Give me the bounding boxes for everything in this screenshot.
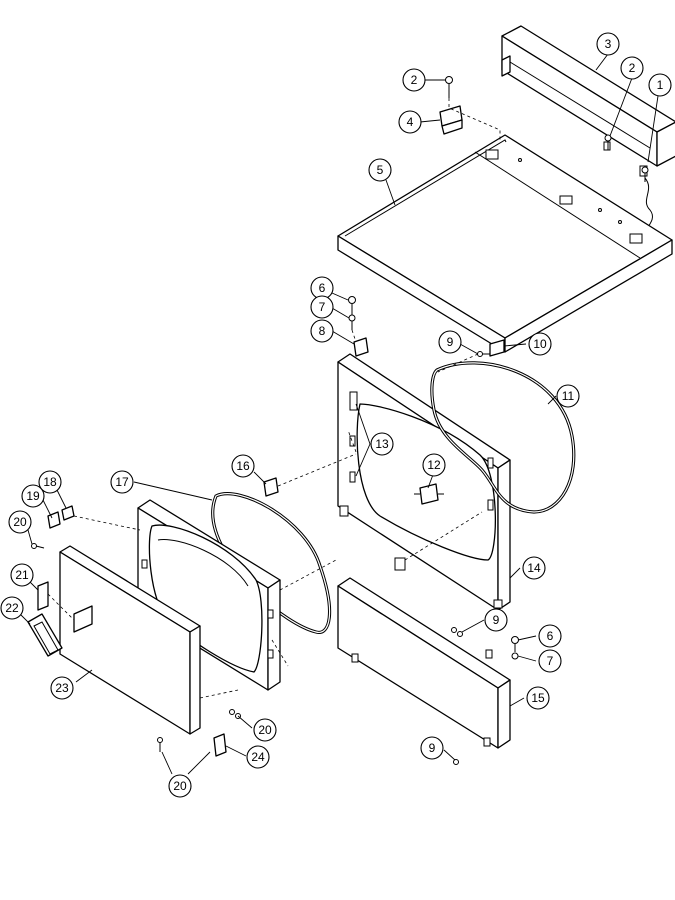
callout-label: 21: [15, 568, 29, 582]
callout-label: 19: [26, 489, 40, 503]
leader-lines: [19, 53, 659, 775]
callout-label: 4: [407, 115, 414, 129]
door-hinge-lower: [213, 733, 227, 757]
callout-15: 15: [526, 686, 550, 710]
callout-label: 6: [547, 629, 554, 643]
callout-label: 9: [493, 613, 500, 627]
outer-door: [59, 545, 201, 735]
door-inner-panel: [137, 499, 281, 691]
callout-label: 10: [533, 337, 547, 351]
callout-18: 18: [38, 470, 62, 494]
callout-10: 10: [528, 332, 552, 356]
callout-label: 2: [411, 73, 418, 87]
callout-label: 8: [319, 324, 326, 338]
screw-top-left: [445, 76, 453, 98]
callout-label: 24: [251, 750, 265, 764]
callout-4: 4: [398, 110, 422, 134]
callout-9b: 9: [484, 608, 508, 632]
screw-9-top: [477, 351, 490, 357]
drum-seal: [430, 361, 576, 514]
callout-24: 24: [246, 745, 270, 769]
screw-9-bottom: [453, 759, 459, 765]
callout-label: 20: [173, 779, 187, 793]
lower-front-panel: [337, 577, 511, 749]
callout-20a: 20: [8, 510, 32, 534]
callout-label: 20: [13, 515, 27, 529]
callout-7a: 7: [310, 295, 334, 319]
callout-label: 12: [427, 458, 441, 472]
callout-13: 13: [370, 432, 394, 456]
callout-label: 15: [531, 691, 545, 705]
latch-catch: [61, 505, 75, 521]
callout-9a: 9: [438, 330, 462, 354]
screw-console-right: [641, 166, 649, 182]
callout-14: 14: [522, 556, 546, 580]
callout-label: 13: [375, 437, 389, 451]
callout-12: 12: [422, 453, 446, 477]
callout-2b: 2: [402, 68, 426, 92]
screw-6-lower: [511, 636, 519, 652]
callout-6b: 6: [538, 624, 562, 648]
callout-5: 5: [368, 158, 392, 182]
console-backsplash: [501, 25, 675, 177]
callout-label: 1: [657, 78, 664, 92]
callout-label: 2: [629, 61, 636, 75]
callout-label: 9: [429, 741, 436, 755]
callout-label: 11: [562, 389, 575, 403]
screw-console: [604, 134, 612, 150]
screw-20-bottom: [157, 737, 163, 752]
callout-2a: 2: [620, 56, 644, 80]
callout-3: 3: [596, 32, 620, 56]
frame-bracket: [489, 339, 505, 357]
callout-label: 20: [258, 723, 272, 737]
callout-7b: 7: [538, 649, 562, 673]
screws-9-mid: [451, 627, 463, 637]
callout-20c: 20: [168, 774, 192, 798]
callout-17: 17: [110, 470, 134, 494]
callout-19: 19: [21, 484, 45, 508]
top-panel: [337, 134, 673, 353]
door-handle: [27, 613, 63, 657]
front-panel-frame: [337, 353, 511, 611]
door-hinge: [263, 477, 279, 497]
callout-1: 1: [648, 73, 672, 97]
washer-7-lower: [511, 652, 519, 660]
callout-label: 6: [319, 281, 326, 295]
callout-label: 7: [547, 654, 554, 668]
callout-23: 23: [50, 676, 74, 700]
callout-9c: 9: [420, 736, 444, 760]
callout-8: 8: [310, 319, 334, 343]
assembly-line-4: [448, 98, 501, 140]
callout-label: 7: [319, 300, 326, 314]
callout-21: 21: [10, 563, 34, 587]
callout-label: 18: [43, 475, 57, 489]
callout-label: 17: [115, 475, 129, 489]
callout-label: 5: [377, 163, 384, 177]
frame-clip: [353, 337, 369, 357]
hinge-clip: [439, 105, 463, 135]
callout-label: 14: [527, 561, 541, 575]
washer-frame: [348, 314, 356, 330]
callout-label: 16: [236, 459, 250, 473]
screw-frame: [348, 296, 356, 316]
callout-label: 3: [605, 37, 612, 51]
callout-11: 11: [556, 384, 580, 408]
callout-20b: 20: [253, 718, 277, 742]
door-switch: [414, 483, 444, 505]
callout-label: 23: [55, 681, 69, 695]
callout-label: 9: [447, 335, 454, 349]
callout-16: 16: [231, 454, 255, 478]
door-handle-insert: [37, 581, 49, 611]
callout-label: 22: [5, 601, 19, 615]
callout-22: 22: [0, 596, 24, 620]
screw-20-left: [31, 543, 45, 549]
